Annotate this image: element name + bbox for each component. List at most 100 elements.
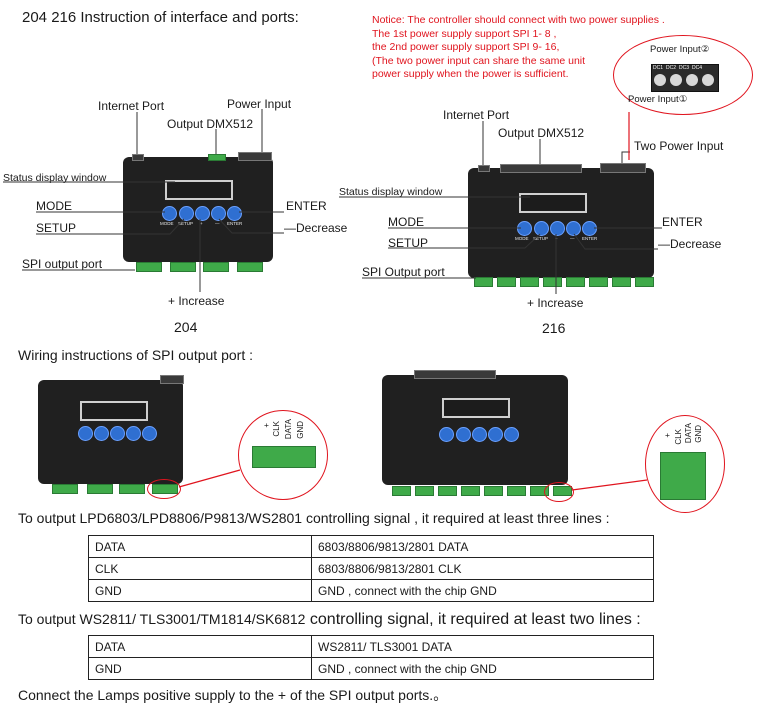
table-row: DATA WS2811/ TLS3001 DATA xyxy=(88,635,654,658)
power-port-left xyxy=(160,375,184,384)
section2-heading: To output WS2811/ TLS3001/TM1814/SK6812 … xyxy=(18,611,641,629)
terminal-label: DC3 xyxy=(679,65,690,71)
setup-label-204: SETUP xyxy=(36,221,77,235)
table-row: GND GND , connect with the chip GND xyxy=(88,579,654,602)
power-input-inset xyxy=(613,35,753,115)
notice-line: power supply when the power is sufficien… xyxy=(372,68,569,80)
increase-button-right xyxy=(472,427,487,442)
setup-button-216[interactable] xyxy=(534,221,549,236)
spi-port-204 xyxy=(237,262,263,272)
button-label: — xyxy=(570,236,575,241)
decrease-button-216[interactable] xyxy=(566,221,581,236)
terminal-label: DC1 xyxy=(653,65,664,71)
page-title: 204 216 Instruction of interface and por… xyxy=(22,9,299,26)
spi-port xyxy=(438,486,457,496)
increase-button-left xyxy=(110,426,125,441)
output-dmx-label-204: Output DMX512 xyxy=(167,117,254,131)
power-port-216 xyxy=(600,163,646,173)
spi-port xyxy=(612,277,631,287)
notice-line: Notice: The controller should connect wi… xyxy=(372,14,665,26)
spi-port xyxy=(507,486,526,496)
increase-button-204[interactable] xyxy=(195,206,210,221)
wiring-title: Wiring instructions of SPI output port : xyxy=(18,347,253,363)
table2: DATA WS2811/ TLS3001 DATA GND GND , conn… xyxy=(88,635,654,680)
section1-heading: To output LPD6803/LPD8806/P9813/WS2801 c… xyxy=(18,510,610,526)
spi-port-204 xyxy=(203,262,229,272)
decrease-button-204[interactable] xyxy=(211,206,226,221)
spi-port-label-216: SPI Output port xyxy=(362,265,445,279)
table-cell: 6803/8806/9813/2801 CLK xyxy=(311,557,654,580)
spi-port-204 xyxy=(136,262,162,272)
spi-port-left xyxy=(87,484,113,494)
status-display-left xyxy=(80,401,148,421)
power-input-1-label: Power Input① xyxy=(628,94,688,105)
table-cell: GND , connect with the chip GND xyxy=(311,657,654,680)
increase-label-216: + Increase xyxy=(527,296,584,310)
table-row: CLK 6803/8806/9813/2801 CLK xyxy=(88,557,654,580)
green-connector-left xyxy=(252,446,316,468)
table-row: GND GND , connect with the chip GND xyxy=(88,657,654,680)
internet-port-216 xyxy=(478,165,490,172)
screw-icon xyxy=(686,74,698,86)
increase-label-204: + Increase xyxy=(168,294,225,308)
footer-note: Connect the Lamps positive supply to the… xyxy=(18,687,448,703)
mode-label-204: MODE xyxy=(36,199,72,213)
table1: DATA 6803/8806/9813/2801 DATA CLK 6803/8… xyxy=(88,535,654,602)
device-204-caption: 204 xyxy=(174,319,198,335)
terminal-screws xyxy=(654,74,714,86)
notice-line: the 2nd power supply support SPI 9- 16, xyxy=(372,41,560,53)
setup-button-204[interactable] xyxy=(179,206,194,221)
screw-icon xyxy=(654,74,666,86)
spi-port xyxy=(415,486,434,496)
button-label: MODE xyxy=(515,236,529,241)
two-power-label-216: Two Power Input xyxy=(634,139,724,153)
green-connector-right xyxy=(660,452,706,500)
status-display-right xyxy=(442,398,510,418)
notice-line: The 1st power supply support SPI 1- 8 , xyxy=(372,27,557,40)
spi-port xyxy=(484,486,503,496)
button-label: ENTER xyxy=(227,221,243,226)
spi-port-label-204: SPI output port xyxy=(22,257,103,271)
status-window-label-204: Status display window xyxy=(3,172,107,184)
status-display-216 xyxy=(519,193,587,213)
spi-port xyxy=(392,486,411,496)
spi-port-left xyxy=(119,484,145,494)
notice-line: (The two power input can share the same … xyxy=(372,54,586,67)
power-input-2-label: Power Input② xyxy=(650,44,710,55)
decrease-button-left xyxy=(126,426,141,441)
dmx-port-204 xyxy=(208,154,226,161)
mode-label-216: MODE xyxy=(388,215,424,229)
setup-button-left xyxy=(94,426,109,441)
button-label: ENTER xyxy=(582,236,598,241)
internet-port-204 xyxy=(132,154,144,161)
section2-heading-part: To output WS2811/ TLS3001/TM1814/SK6812 xyxy=(18,611,306,627)
table-cell: 6803/8806/9813/2801 DATA xyxy=(311,535,654,558)
enter-label-216: ENTER xyxy=(662,215,703,229)
table-cell: CLK xyxy=(88,557,312,580)
internet-port-label-216: Internet Port xyxy=(443,108,510,122)
section2-heading-part: controlling signal, it required at least… xyxy=(305,611,641,628)
enter-button-204[interactable] xyxy=(227,206,242,221)
notice-text: Notice: The controller should connect wi… xyxy=(372,14,665,82)
spi-port xyxy=(461,486,480,496)
highlight-circle xyxy=(147,479,181,499)
dmx-port-right xyxy=(414,370,496,379)
mode-button-204[interactable] xyxy=(162,206,177,221)
decrease-button-right xyxy=(488,427,503,442)
table-row: DATA 6803/8806/9813/2801 DATA xyxy=(88,535,654,558)
terminal-labels: DC1 DC2 DC3 DC4 xyxy=(653,65,702,71)
table-cell: GND xyxy=(88,579,312,602)
screw-icon xyxy=(670,74,682,86)
spi-port xyxy=(543,277,562,287)
decrease-label-204: —Decrease xyxy=(284,221,348,235)
spi-port xyxy=(589,277,608,287)
terminal-label: DC2 xyxy=(666,65,677,71)
internet-port-label-204: Internet Port xyxy=(98,99,165,113)
mode-button-left xyxy=(78,426,93,441)
enter-button-right xyxy=(504,427,519,442)
button-label: + xyxy=(200,221,203,226)
increase-button-216[interactable] xyxy=(550,221,565,236)
